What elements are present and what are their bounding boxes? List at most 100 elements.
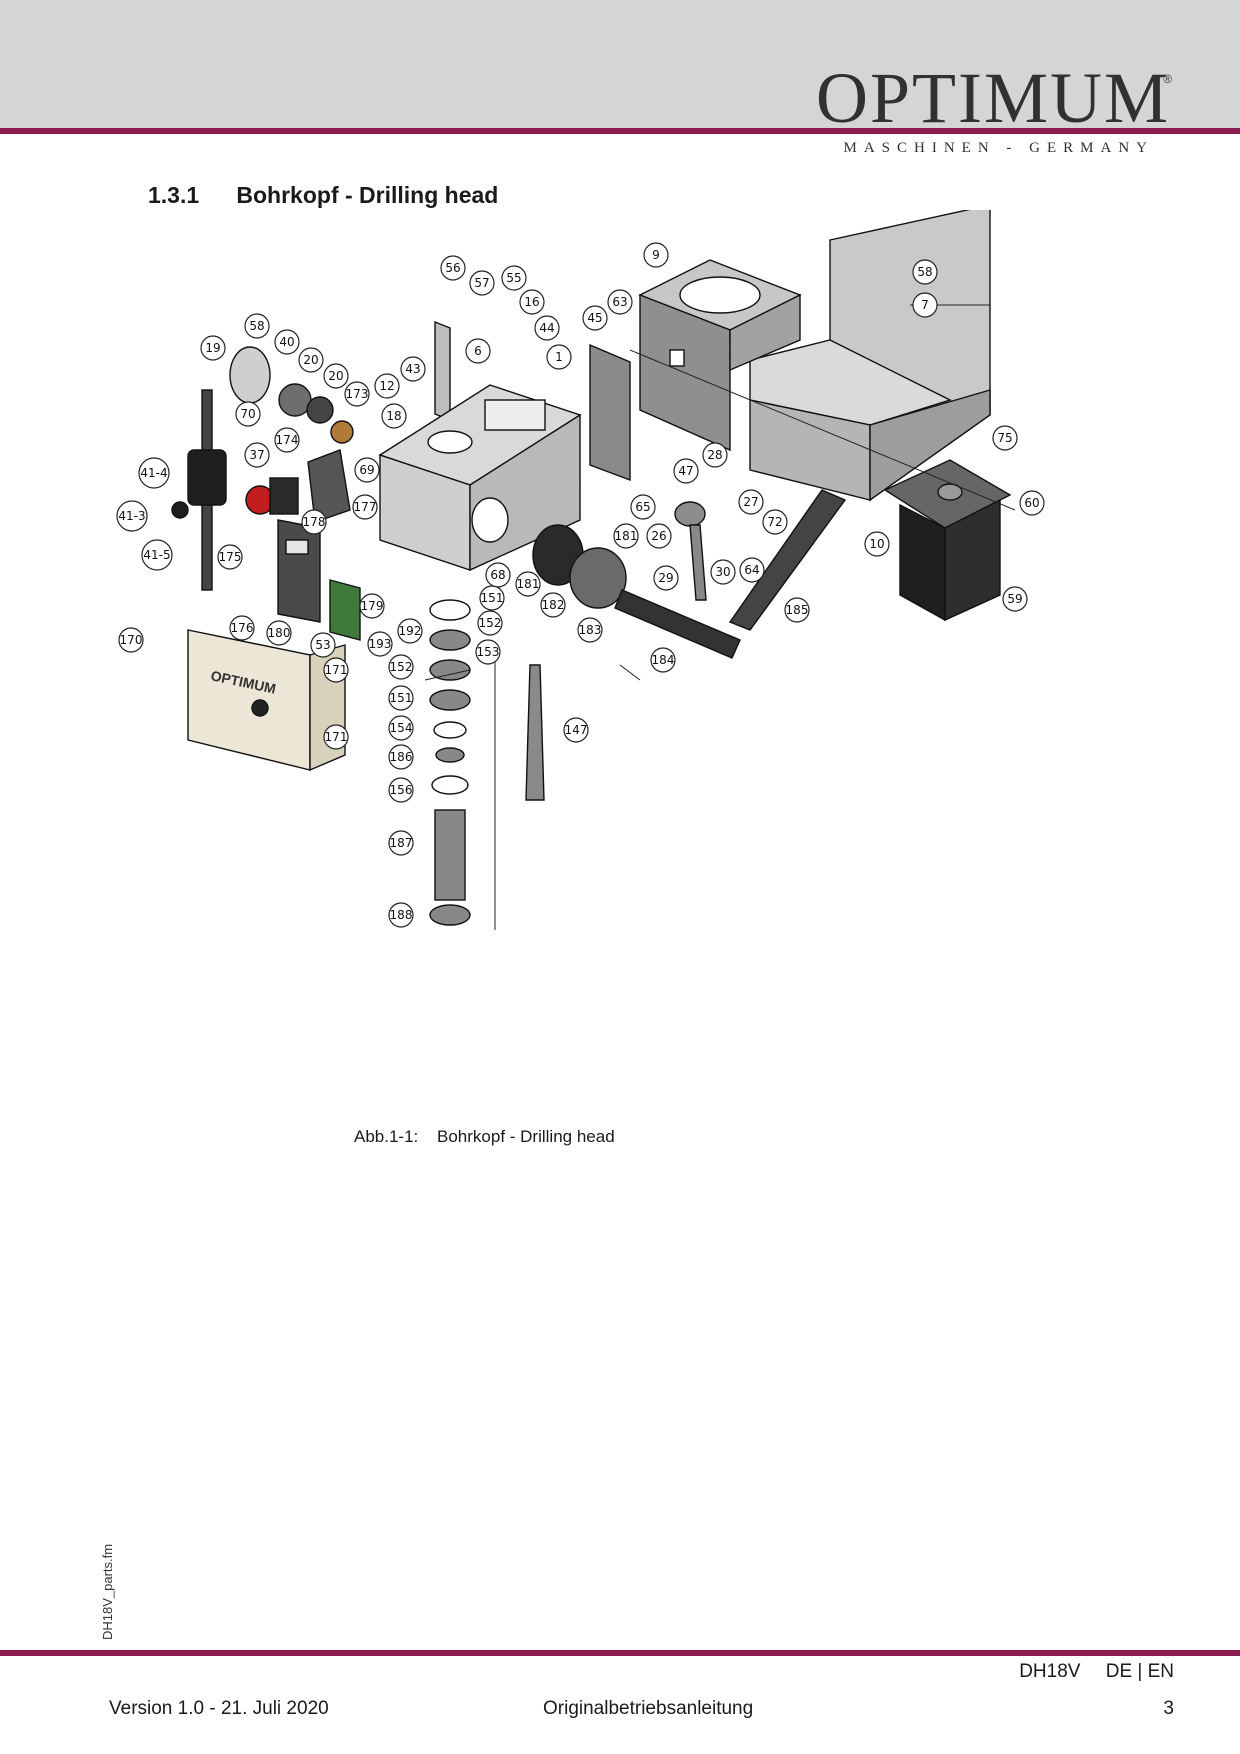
callout-59: 59 [1002,586,1028,612]
callout-72: 72 [762,509,788,535]
callout-label: 171 [325,663,348,677]
callout-label: 41-4 [140,466,167,480]
callout-171: 171 [323,724,349,750]
callout-label: 53 [315,638,330,652]
callout-19: 19 [200,335,226,361]
callout-64: 64 [739,557,765,583]
callout-156: 156 [388,777,414,803]
back-plate [589,343,631,482]
callout-label: 57 [474,276,489,290]
chuck-guard: OPTIMUM [187,629,346,772]
brand-logo: OPTIMUM [815,58,1170,138]
callout-label: 55 [506,271,521,285]
bushing-173 [330,420,354,444]
spindle-stack [429,599,471,926]
callout-label: 7 [921,298,929,312]
support-strip [434,320,451,422]
callout-label: 193 [369,637,392,651]
callout-27: 27 [738,489,764,515]
callout-56: 56 [440,255,466,281]
callout-174: 174 [274,427,300,453]
footer-page-number: 3 [1163,1698,1174,1719]
gear-20 [306,396,334,424]
callout-6: 6 [465,338,491,364]
callout-12: 12 [374,373,400,399]
callout-68: 68 [485,562,511,588]
sidebar-filename: DH18V_parts.fm [100,1543,115,1640]
feed-hub [674,501,706,527]
cover-disc [229,346,271,404]
callout-label: 171 [325,730,348,744]
callout-label: 173 [346,387,369,401]
callout-label: 1 [555,350,563,364]
leader-lines [424,304,1016,930]
callout-label: 153 [477,645,500,659]
callout-label: 6 [474,344,482,358]
callout-label: 19 [205,341,220,355]
callout-176: 176 [229,615,255,641]
feed-shaft [614,589,741,659]
callout-label: 30 [715,565,730,579]
callout-label: 10 [869,537,884,551]
callout-41-5: 41-5 [141,539,173,571]
callout-label: 181 [615,529,638,543]
callout-label: 70 [240,407,255,421]
callout-label: 154 [390,721,413,735]
callout-43: 43 [400,356,426,382]
motor [883,459,1012,622]
callout-18: 18 [381,403,407,429]
footer-model-lang: DH18V DE | EN [1019,1661,1174,1683]
callout-20: 20 [323,363,349,389]
callout-26: 26 [646,523,672,549]
callout-label: 68 [490,568,505,582]
callout-label: 151 [481,591,504,605]
callout-47: 47 [673,458,699,484]
callout-label: 152 [479,616,502,630]
callout-40: 40 [274,329,300,355]
callout-57: 57 [469,270,495,296]
callout-41-4: 41-4 [138,457,170,489]
callout-152: 152 [388,654,414,680]
motor-mount [638,259,802,452]
callout-28: 28 [702,442,728,468]
figure-label: Abb.1-1: [354,1127,419,1146]
callout-label: 152 [390,660,413,674]
callout-179: 179 [359,593,385,619]
callout-147: 147 [563,717,589,743]
callout-152: 152 [477,610,503,636]
section-heading: 1.3.1 Bohrkopf - Drilling head [148,182,498,209]
callout-label: 174 [276,433,299,447]
callout-183: 183 [577,617,603,643]
callout-69: 69 [354,457,380,483]
callout-label: 28 [707,448,722,462]
callout-label: 43 [405,362,420,376]
header-rule [0,128,1240,134]
callout-label: 170 [120,633,143,647]
callout-label: 26 [651,529,666,543]
callout-label: 64 [744,563,759,577]
footer-doc-type: Originalbetriebsanleitung [543,1698,754,1719]
section-number: 1.3.1 [148,182,200,208]
callout-label: 183 [579,623,602,637]
callout-label: 192 [399,624,422,638]
callout-label: 16 [524,295,539,309]
footer-languages: DE | EN [1105,1661,1174,1682]
callout-label: 47 [678,464,693,478]
callout-20: 20 [298,347,324,373]
callout-label: 27 [743,495,758,509]
pulley-183 [569,547,627,609]
column-assembly [171,389,227,591]
callout-label: 37 [249,448,264,462]
callout-154: 154 [388,715,414,741]
callout-180: 180 [266,620,292,646]
callout-10: 10 [864,531,890,557]
callout-label: 69 [359,463,374,477]
callout-45: 45 [582,305,608,331]
callout-173: 173 [344,381,370,407]
gear-40 [278,383,312,417]
callout-60: 60 [1019,490,1045,516]
callout-192: 192 [397,618,423,644]
callout-178: 178 [301,509,327,535]
brand-tagline: MASCHINEN - GERMANY [843,140,1154,156]
callout-label: 182 [542,598,565,612]
